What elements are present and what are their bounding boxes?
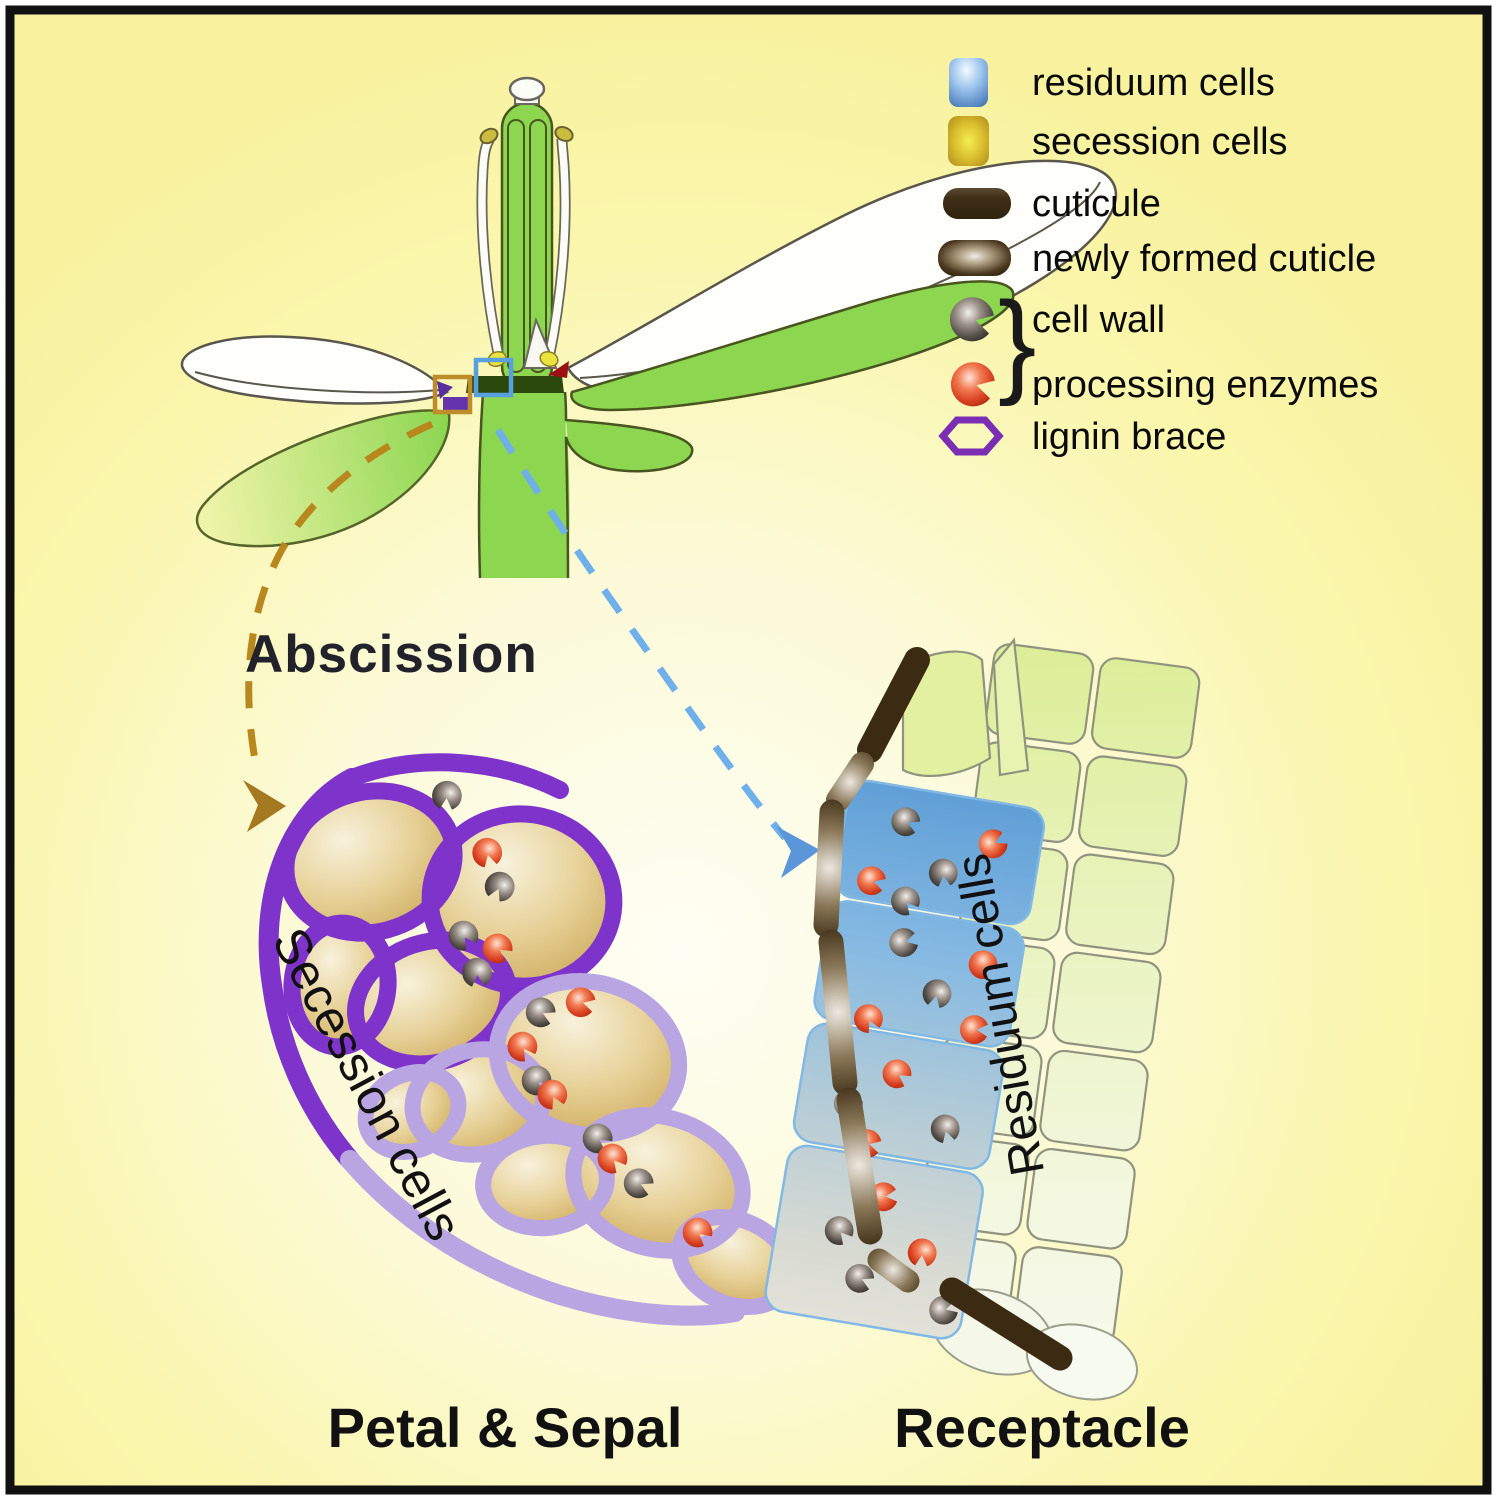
right-sepal — [570, 280, 1015, 412]
legend-label-cuticule: cuticule — [1032, 183, 1161, 225]
az-red-mark — [548, 361, 569, 378]
flower-diagram — [180, 76, 1118, 579]
cuticle-rods — [813, 647, 1073, 1371]
blue-arrowhead-icon — [776, 826, 820, 878]
receptacle-zoom-box — [473, 357, 514, 398]
legend: } residuum cells secession cells cuticul… — [938, 58, 1378, 458]
gold-arrowhead-icon — [243, 780, 286, 832]
receptacle-panel: Residuum cells — [764, 637, 1201, 1401]
receptacle-label: Receptacle — [894, 1396, 1190, 1459]
cuticule-icon — [943, 188, 1011, 219]
stamens — [476, 125, 574, 369]
gold-dashed-arrow — [243, 420, 434, 832]
anther-icon — [554, 125, 574, 143]
stem — [479, 392, 693, 578]
blue-dashed-arrow — [495, 428, 820, 878]
secession-cell-icon — [948, 116, 989, 166]
legend-label-new-cuticle: newly formed cuticle — [1032, 238, 1376, 280]
legend-label-secession: secession cells — [1032, 121, 1288, 163]
anther-icon — [479, 127, 499, 145]
legend-label-enzymes: processing enzymes — [1032, 364, 1378, 406]
lignin-mark — [443, 397, 469, 411]
new-cuticle-rod — [867, 1248, 920, 1293]
legend-brace-glyph: } — [998, 279, 1036, 407]
lignin-mesh-light — [340, 972, 799, 1326]
secession-panel: Secession cells — [258, 753, 799, 1326]
new-cuticle-rod — [836, 1087, 883, 1245]
green-cell — [992, 637, 1030, 777]
legend-label-cell-wall: cell wall — [1032, 299, 1165, 341]
petal-sepal-label: Petal & Sepal — [328, 1396, 683, 1459]
petal-zoom-box — [432, 374, 473, 415]
new-cuticle-rod — [826, 752, 874, 812]
cuticle-rod — [939, 1277, 1073, 1371]
new-cuticle-rod — [818, 929, 858, 1096]
new-cuticle-rod — [813, 799, 845, 938]
detached-petal — [180, 335, 450, 405]
green-cell — [901, 650, 992, 777]
abscission-zone-band — [466, 376, 564, 393]
lignin-mark — [437, 381, 453, 399]
lignin-mesh-dark — [258, 753, 623, 1170]
newly-formed-cuticle-icon — [938, 240, 1011, 276]
legend-label-residuum: residuum cells — [1032, 62, 1275, 104]
residuum-cell-icon — [949, 58, 988, 107]
legend-label-lignin: lignin brace — [1032, 416, 1226, 458]
cuticle-rod — [857, 647, 930, 763]
abscission-title: Abscission — [245, 625, 538, 684]
